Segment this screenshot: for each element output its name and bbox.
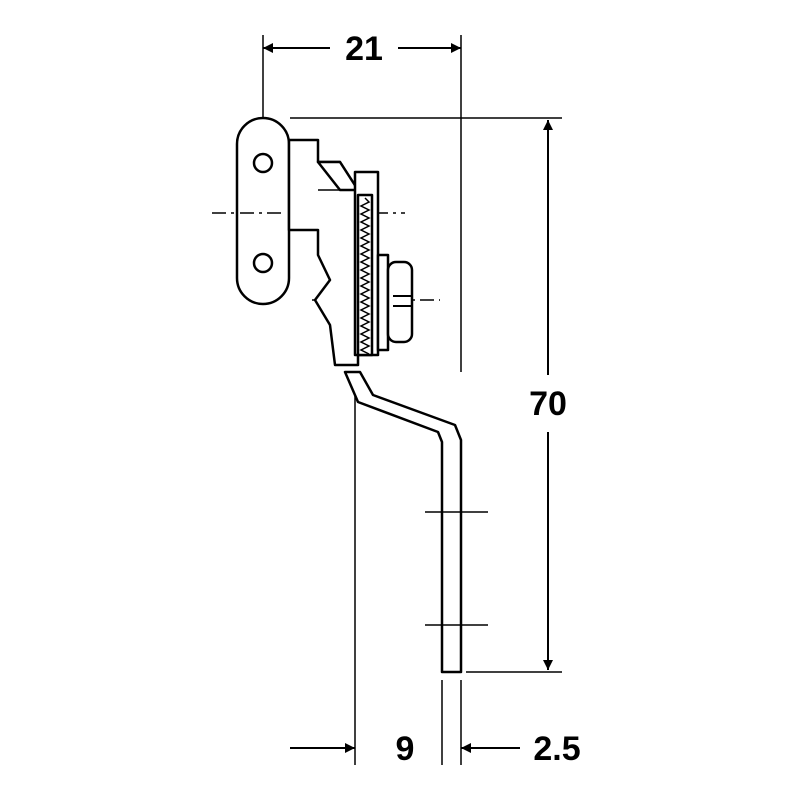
adjustment-screw bbox=[376, 253, 414, 352]
dimension-label-2-5: 2.5 bbox=[533, 730, 580, 768]
dimension-label-9: 9 bbox=[396, 730, 415, 768]
dimension-label-70: 70 bbox=[529, 385, 567, 423]
bent-bracket bbox=[343, 370, 463, 674]
screw-hole-icon bbox=[252, 252, 274, 274]
screw-hole-icon bbox=[252, 152, 274, 174]
toothed-strip bbox=[353, 170, 380, 357]
dimension-height: 70 bbox=[529, 120, 567, 670]
mounting-plate bbox=[235, 116, 291, 306]
extension-lines bbox=[262, 35, 562, 765]
dimension-bottom: 9 2.5 bbox=[290, 730, 581, 768]
dimension-label-21: 21 bbox=[345, 30, 383, 68]
dimension-width: 21 bbox=[263, 30, 461, 68]
